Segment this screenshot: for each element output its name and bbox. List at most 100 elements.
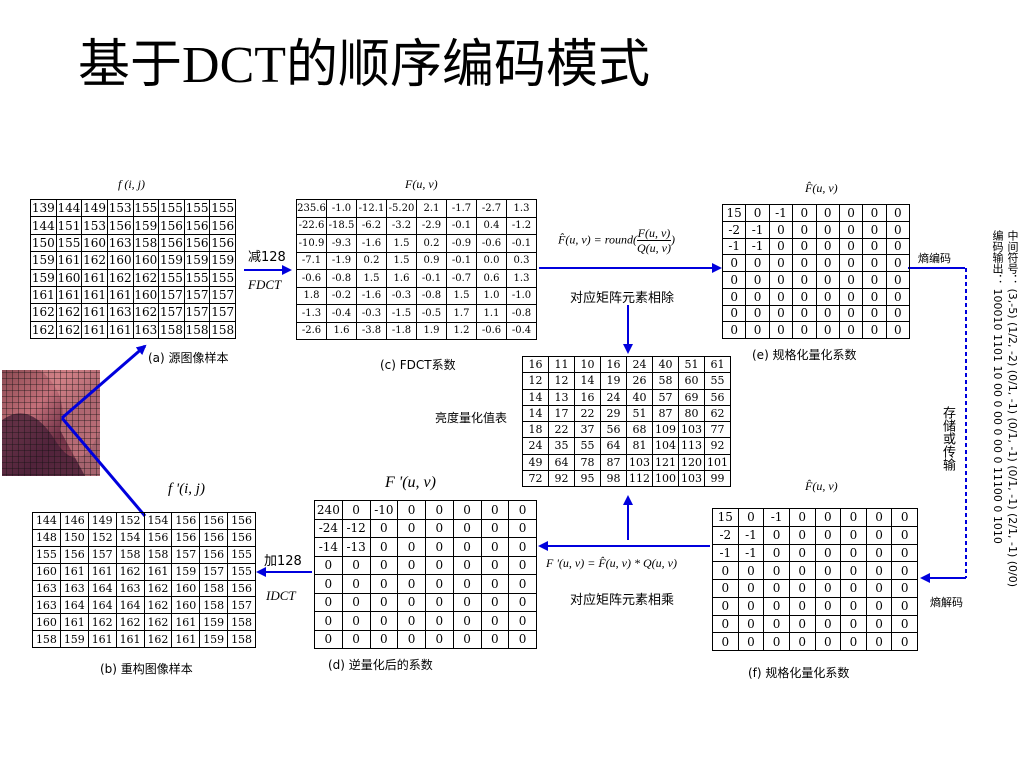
matrix-cell: 0 bbox=[721, 271, 747, 289]
matrix-cell: -1.2 bbox=[506, 216, 537, 235]
matrix-cell: 58 bbox=[652, 372, 679, 390]
matrix-cell: 0 bbox=[480, 611, 510, 631]
matrix-cell: 163 bbox=[132, 320, 160, 340]
matrix-cell: 156 bbox=[209, 216, 236, 235]
matrix-cell: 0.2 bbox=[416, 234, 447, 253]
matrix-cell: 11 bbox=[548, 355, 575, 374]
dequant-caption: (d) 逆量化后的系数 bbox=[328, 658, 433, 672]
matrix-cell: 0 bbox=[862, 321, 887, 339]
matrix-cell: 103 bbox=[678, 469, 705, 488]
decoded-caption: (f) 规格化量化系数 bbox=[748, 666, 850, 680]
matrix-cell: -1.0 bbox=[326, 199, 357, 218]
matrix-cell: 159 bbox=[158, 251, 185, 270]
matrix-cell: 0 bbox=[314, 555, 343, 575]
matrix-cell: 0 bbox=[737, 632, 765, 651]
matrix-cell: 12 bbox=[522, 372, 549, 390]
matrix-cell: 156 bbox=[199, 528, 229, 547]
matrix-cell: 162 bbox=[143, 613, 173, 632]
matrix-cell: 0 bbox=[452, 574, 482, 594]
matrix-cell: 156 bbox=[106, 216, 134, 235]
fdct-label: FDCT bbox=[248, 277, 282, 292]
matrix-cell: 159 bbox=[209, 251, 236, 270]
matrix-cell: 0 bbox=[885, 220, 911, 239]
matrix-cell: 0 bbox=[814, 543, 842, 563]
matrix-cell: 1.1 bbox=[476, 304, 507, 323]
matrix-cell: 0 bbox=[397, 537, 426, 557]
matrix-cell: 0 bbox=[792, 237, 817, 256]
matrix-cell: 56 bbox=[600, 420, 627, 439]
matrix-cell: 35 bbox=[548, 437, 575, 455]
matrix-cell: 0 bbox=[838, 271, 864, 289]
matrix-cell: 40 bbox=[626, 388, 653, 406]
matrix-cell: 1.2 bbox=[446, 321, 477, 340]
matrix-cell: 162 bbox=[143, 596, 173, 615]
matrix-cell: 0 bbox=[840, 525, 867, 545]
matrix-cell: 162 bbox=[87, 613, 117, 632]
matrix-cell: 0 bbox=[480, 555, 510, 575]
matrix-cell: 0 bbox=[815, 287, 840, 306]
matrix-cell: 161 bbox=[81, 285, 108, 305]
matrix-cell: 0 bbox=[865, 596, 893, 616]
matrix-cell: 156 bbox=[143, 528, 173, 547]
matrix-cell: 164 bbox=[87, 579, 117, 598]
matrix-cell: 1.3 bbox=[506, 199, 537, 218]
matrix-cell: 0 bbox=[788, 596, 816, 616]
matrix-cell: 64 bbox=[600, 437, 627, 455]
matrix-cell: -1 bbox=[768, 204, 794, 222]
matrix-cell: 57 bbox=[652, 388, 679, 406]
matrix-cell: 100 bbox=[652, 469, 679, 488]
matrix-cell: -2.7 bbox=[476, 199, 507, 218]
matrix-cell: 0 bbox=[341, 500, 371, 520]
matrix-cell: 144 bbox=[55, 198, 83, 218]
matrix-cell: 0 bbox=[341, 555, 371, 575]
matrix-cell: 92 bbox=[548, 469, 575, 488]
matrix-cell: 0 bbox=[314, 592, 343, 612]
matrix-cell: 0 bbox=[891, 508, 918, 527]
matrix-cell: 101 bbox=[704, 453, 731, 471]
matrix-cell: 1.0 bbox=[476, 286, 507, 305]
matrix-cell: 81 bbox=[626, 437, 653, 455]
matrix-cell: 0 bbox=[745, 287, 770, 306]
matrix-cell: 0 bbox=[763, 596, 790, 616]
matrix-cell: 0 bbox=[425, 518, 454, 538]
matrix-cell: -10.9 bbox=[296, 234, 327, 253]
matrix-cell: 154 bbox=[115, 528, 145, 547]
matrix-cell: 161 bbox=[59, 613, 89, 632]
matrix-cell: 0 bbox=[815, 254, 840, 272]
matrix-cell: 15 bbox=[712, 508, 739, 527]
matrix-cell: 152 bbox=[87, 528, 117, 547]
matrix-cell: 113 bbox=[678, 437, 705, 455]
matrix-cell: 162 bbox=[30, 303, 57, 322]
matrix-cell: 1.7 bbox=[446, 304, 477, 323]
matrix-cell: 80 bbox=[678, 404, 705, 423]
matrix-cell: 0.2 bbox=[356, 251, 387, 270]
matrix-cell: 164 bbox=[59, 596, 89, 615]
matrix-cell: 60 bbox=[678, 372, 705, 390]
matrix-cell: 0 bbox=[452, 500, 482, 520]
matrix-cell: 0 bbox=[788, 525, 816, 545]
matrix-cell: 158 bbox=[227, 613, 256, 632]
matrix-cell: 149 bbox=[81, 198, 108, 218]
matrix-cell: 161 bbox=[81, 303, 108, 322]
matrix-cell: 0 bbox=[480, 629, 510, 649]
matrix-cell: 0 bbox=[314, 611, 343, 631]
matrix-cell: 0 bbox=[480, 500, 510, 520]
matrix-cell: 158 bbox=[183, 320, 211, 340]
matrix-cell: -2.6 bbox=[296, 321, 327, 340]
